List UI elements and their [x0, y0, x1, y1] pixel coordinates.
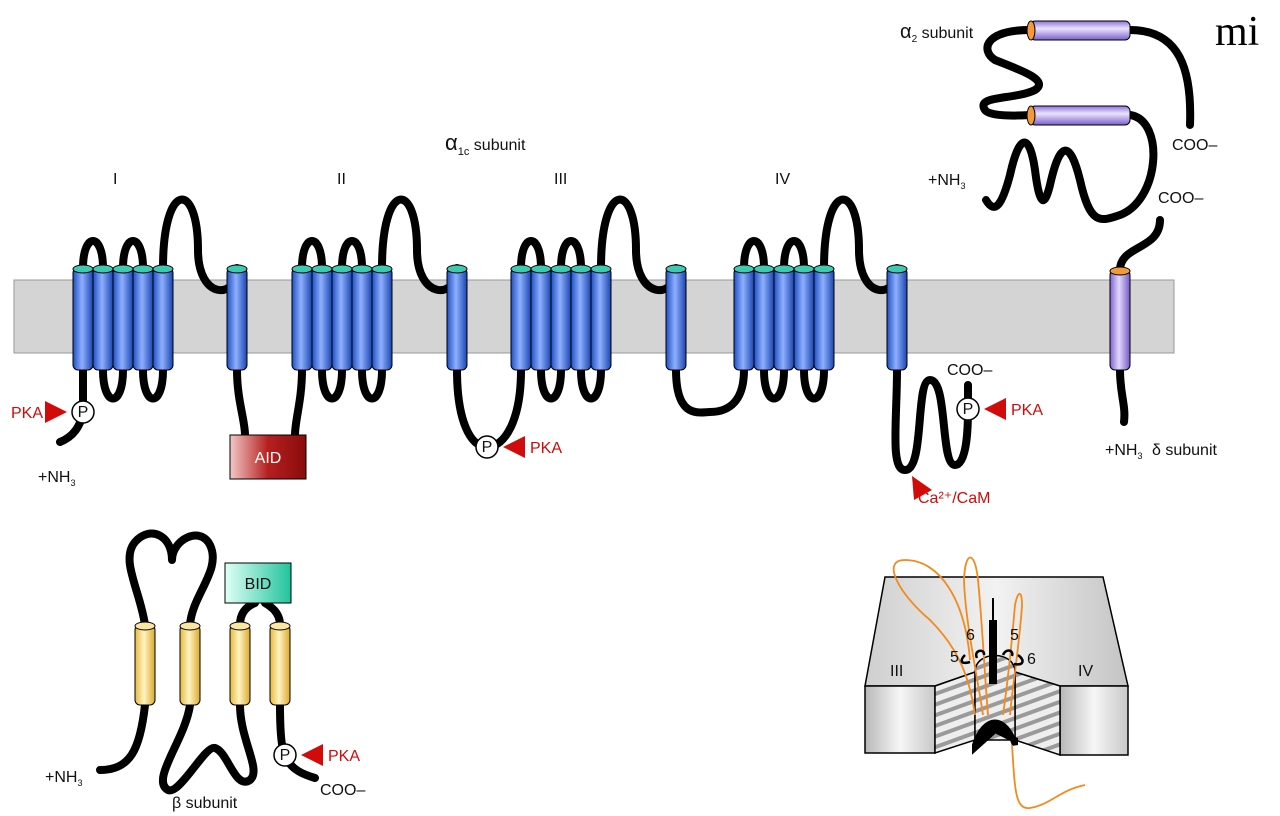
phospho-circle	[273, 743, 297, 767]
delta-label: δ subunit	[1152, 442, 1218, 459]
domain-2-helix-s1	[291, 264, 313, 371]
pka-arrow	[301, 744, 323, 766]
pka-arrow	[45, 401, 67, 423]
beta-c-term: COO–	[320, 782, 365, 799]
alpha2-subunit-chain	[979, 26, 1195, 224]
alpha2-helix-upper-end	[1026, 20, 1036, 41]
phospho-circle	[956, 397, 980, 421]
delta-c-term: COO–	[1158, 190, 1203, 207]
domain-label-iii: III	[554, 171, 567, 188]
domain-2-helix-s2	[311, 264, 333, 371]
alpha1c-n-term: +NH3	[38, 469, 75, 488]
domain-1-helix-s6	[226, 264, 248, 371]
beta-helix-1	[134, 621, 156, 706]
phosphorylation-site: P PKA	[11, 400, 95, 424]
domain-2-helix-s5	[371, 264, 393, 371]
pore-domain-iii-label: III	[890, 663, 903, 680]
domain-1-helix-s4	[132, 264, 154, 371]
domain-3-helix-s6	[665, 264, 687, 371]
domain-3-helix-s1	[510, 264, 532, 371]
domain-1-helix-s2	[92, 264, 114, 371]
phospho-circle	[71, 400, 95, 424]
phospho-label: P	[482, 439, 493, 456]
aid-label: AID	[255, 450, 282, 467]
domain-1-helix-s1	[72, 264, 94, 371]
selectivity-filter	[972, 719, 1018, 755]
bid-domain-box	[224, 562, 292, 604]
pka-arrow	[984, 398, 1006, 420]
phospho-circle	[475, 435, 499, 459]
alpha2-c-term: COO–	[1172, 137, 1217, 154]
alpha2-n-term: +NH3	[928, 172, 965, 191]
domain-label-iv: IV	[775, 171, 790, 188]
beta-helix-4	[269, 621, 291, 706]
phospho-label: P	[280, 747, 291, 764]
bid-label: BID	[245, 576, 272, 593]
beta-helix-3	[229, 621, 251, 706]
domain-2-helix-s3	[331, 264, 353, 371]
pore-loop-iii	[892, 556, 989, 716]
logo: mi	[1215, 9, 1259, 55]
domain-label-i: I	[113, 171, 117, 188]
beta-subunit-chain	[96, 529, 319, 795]
pore-loop-iv	[1002, 592, 1086, 809]
domain-4-helix-s1	[733, 264, 755, 371]
phospho-label: P	[78, 404, 89, 421]
pore-cartoon: III IV 5 6 5 6	[864, 556, 1129, 809]
pka-label: PKA	[1011, 402, 1043, 419]
delta-subunit-chain	[1116, 216, 1164, 426]
domain-4-helix-s2	[753, 264, 775, 371]
beta-helices	[134, 621, 291, 706]
phosphorylation-site: P PKA	[956, 397, 1043, 421]
alpha1c-transmembrane-helices	[72, 264, 908, 371]
domain-1-helix-s3	[112, 264, 134, 371]
domain-4-helix-s6	[886, 264, 908, 371]
domain-3-helix-s3	[550, 264, 572, 371]
beta-label: β subunit	[172, 795, 238, 812]
domain-1-helix-s5	[152, 264, 174, 371]
pore-domain-iv-label: IV	[1078, 663, 1093, 680]
cam-label: Ca²⁺/CaM	[918, 490, 990, 507]
pka-label: PKA	[530, 440, 562, 457]
domain-2-helix-s6	[446, 264, 468, 371]
alpha2-helix-lower	[1029, 105, 1131, 126]
segment-label-6-right: 6	[1027, 651, 1036, 668]
domain-3-helix-s2	[530, 264, 552, 371]
pka-label: PKA	[328, 748, 360, 765]
alpha1c-title: α1c subunit	[445, 130, 526, 158]
cam-arrow	[912, 476, 932, 500]
alpha2-title: α2 subunit	[900, 21, 974, 45]
domain-3-helix-s5	[590, 264, 612, 371]
delta-helix-top	[1109, 266, 1131, 276]
pore-rod	[989, 620, 997, 684]
phospho-label: P	[963, 401, 974, 418]
alpha2-helix-lower-end	[1026, 105, 1036, 126]
domain-4-helix-s3	[773, 264, 795, 371]
domain-2-helix-s4	[351, 264, 373, 371]
pka-label: PKA	[11, 405, 43, 422]
phosphorylation-site: P PKA	[273, 743, 360, 767]
delta-n-term: +NH3	[1105, 442, 1142, 461]
beta-n-term: +NH3	[45, 769, 82, 788]
alpha1c-c-term: COO–	[947, 362, 992, 379]
delta-helix	[1109, 269, 1131, 371]
segment-label-5-right: 5	[1010, 627, 1019, 644]
beta-helix-2	[179, 621, 201, 706]
phosphorylation-site: P PKA	[475, 435, 562, 459]
pka-arrow	[503, 436, 525, 458]
aid-domain-box	[229, 434, 307, 480]
domain-4-helix-s4	[793, 264, 815, 371]
segment-label-5-left: 5	[950, 649, 959, 666]
alpha2-helix-upper	[1029, 20, 1131, 41]
domain-3-helix-s4	[570, 264, 592, 371]
segment-label-6-left: 6	[966, 627, 975, 644]
domain-label-ii: II	[337, 171, 346, 188]
domain-4-helix-s5	[813, 264, 835, 371]
